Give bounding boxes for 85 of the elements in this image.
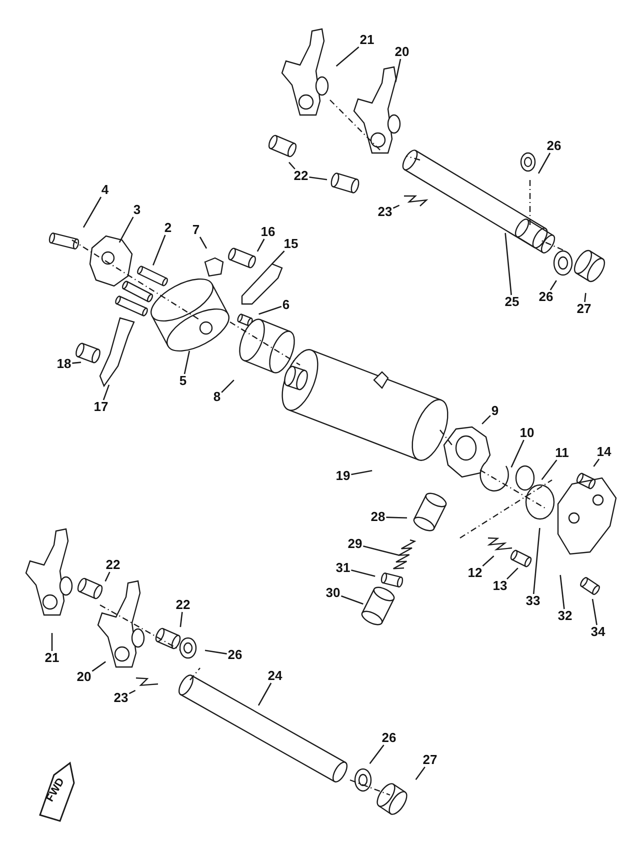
callout-number: 17 <box>92 400 110 414</box>
leader-line <box>204 650 227 654</box>
leader-line <box>506 568 518 580</box>
leader-line <box>104 572 110 582</box>
leader-line <box>482 556 494 566</box>
leader-line <box>118 216 134 243</box>
callout-number: 31 <box>334 561 352 575</box>
callout-number: 23 <box>376 205 394 219</box>
leader-line <box>386 516 408 519</box>
callout-number: 28 <box>370 510 386 524</box>
callout-number: 21 <box>358 33 376 47</box>
callout-number: 13 <box>492 579 508 593</box>
leader-line <box>152 234 166 266</box>
callout-number: 20 <box>76 670 92 684</box>
leader-line <box>560 574 565 610</box>
callout-number: 22 <box>174 598 192 612</box>
leader-line <box>482 415 491 424</box>
callout-number: 6 <box>281 298 291 312</box>
callout-number: 27 <box>576 302 592 316</box>
callout-number: 26 <box>538 290 554 304</box>
leader-line <box>363 545 400 556</box>
leader-line <box>550 280 557 290</box>
callout-number: 4 <box>100 183 110 197</box>
leader-line <box>593 458 600 467</box>
leader-line <box>541 460 558 480</box>
leader-line <box>128 690 136 694</box>
leader-line <box>256 238 265 252</box>
leader-line <box>309 176 328 180</box>
callout-number: 20 <box>394 45 410 59</box>
callout-number: 32 <box>556 609 574 623</box>
callout-number: 22 <box>104 558 122 572</box>
leader-line <box>51 633 53 651</box>
leader-line <box>272 250 285 264</box>
callout-number: 7 <box>191 223 201 237</box>
callout-number: 14 <box>596 445 612 459</box>
callout-number: 30 <box>324 586 342 600</box>
callout-number: 27 <box>422 753 438 767</box>
leader-line <box>258 682 272 706</box>
callout-number: 3 <box>132 203 142 217</box>
leader-line <box>510 440 524 468</box>
leader-line <box>369 744 384 764</box>
callout-number: 24 <box>266 669 284 683</box>
callout-number: 16 <box>260 225 276 239</box>
leader-line <box>336 46 360 67</box>
callout-number: 33 <box>524 594 542 608</box>
leader-line <box>82 196 102 228</box>
leader-line <box>258 306 282 315</box>
leader-line <box>92 661 106 672</box>
callout-number: 34 <box>590 625 606 639</box>
callout-number: 21 <box>44 651 60 665</box>
leader-line <box>72 362 82 364</box>
leader-line <box>184 350 190 374</box>
leader-line <box>532 528 540 594</box>
leader-line <box>504 232 512 296</box>
callout-number: 25 <box>504 295 520 309</box>
leader-line <box>351 569 376 577</box>
leader-line <box>592 598 598 626</box>
callout-number: 23 <box>112 691 130 705</box>
callout-number: 26 <box>380 731 398 745</box>
leader-line <box>584 292 586 302</box>
leader-line <box>392 204 400 209</box>
callout-number: 18 <box>56 357 72 371</box>
leader-line <box>340 595 364 605</box>
callout-number: 9 <box>490 404 500 418</box>
leader-line <box>180 612 183 628</box>
leader-line <box>288 162 296 170</box>
callout-number: 2 <box>163 221 173 235</box>
callout-number: 11 <box>554 446 570 460</box>
callout-number: 12 <box>466 566 484 580</box>
leader-line <box>102 384 110 400</box>
callout-number: 26 <box>226 648 244 662</box>
callout-number: 26 <box>546 139 562 153</box>
callout-number: 29 <box>346 537 364 551</box>
callout-number: 15 <box>282 237 300 251</box>
callout-number: 19 <box>334 469 352 483</box>
leader-line <box>351 470 372 476</box>
leader-line <box>538 152 551 174</box>
leader-line <box>394 58 402 82</box>
leader-line <box>221 380 234 393</box>
callout-number: 10 <box>518 426 536 440</box>
callout-number: 5 <box>178 374 188 388</box>
leader-line <box>415 766 426 780</box>
callout-number: 8 <box>212 390 222 404</box>
leader-line <box>199 236 208 249</box>
callout-number: 22 <box>292 169 310 183</box>
